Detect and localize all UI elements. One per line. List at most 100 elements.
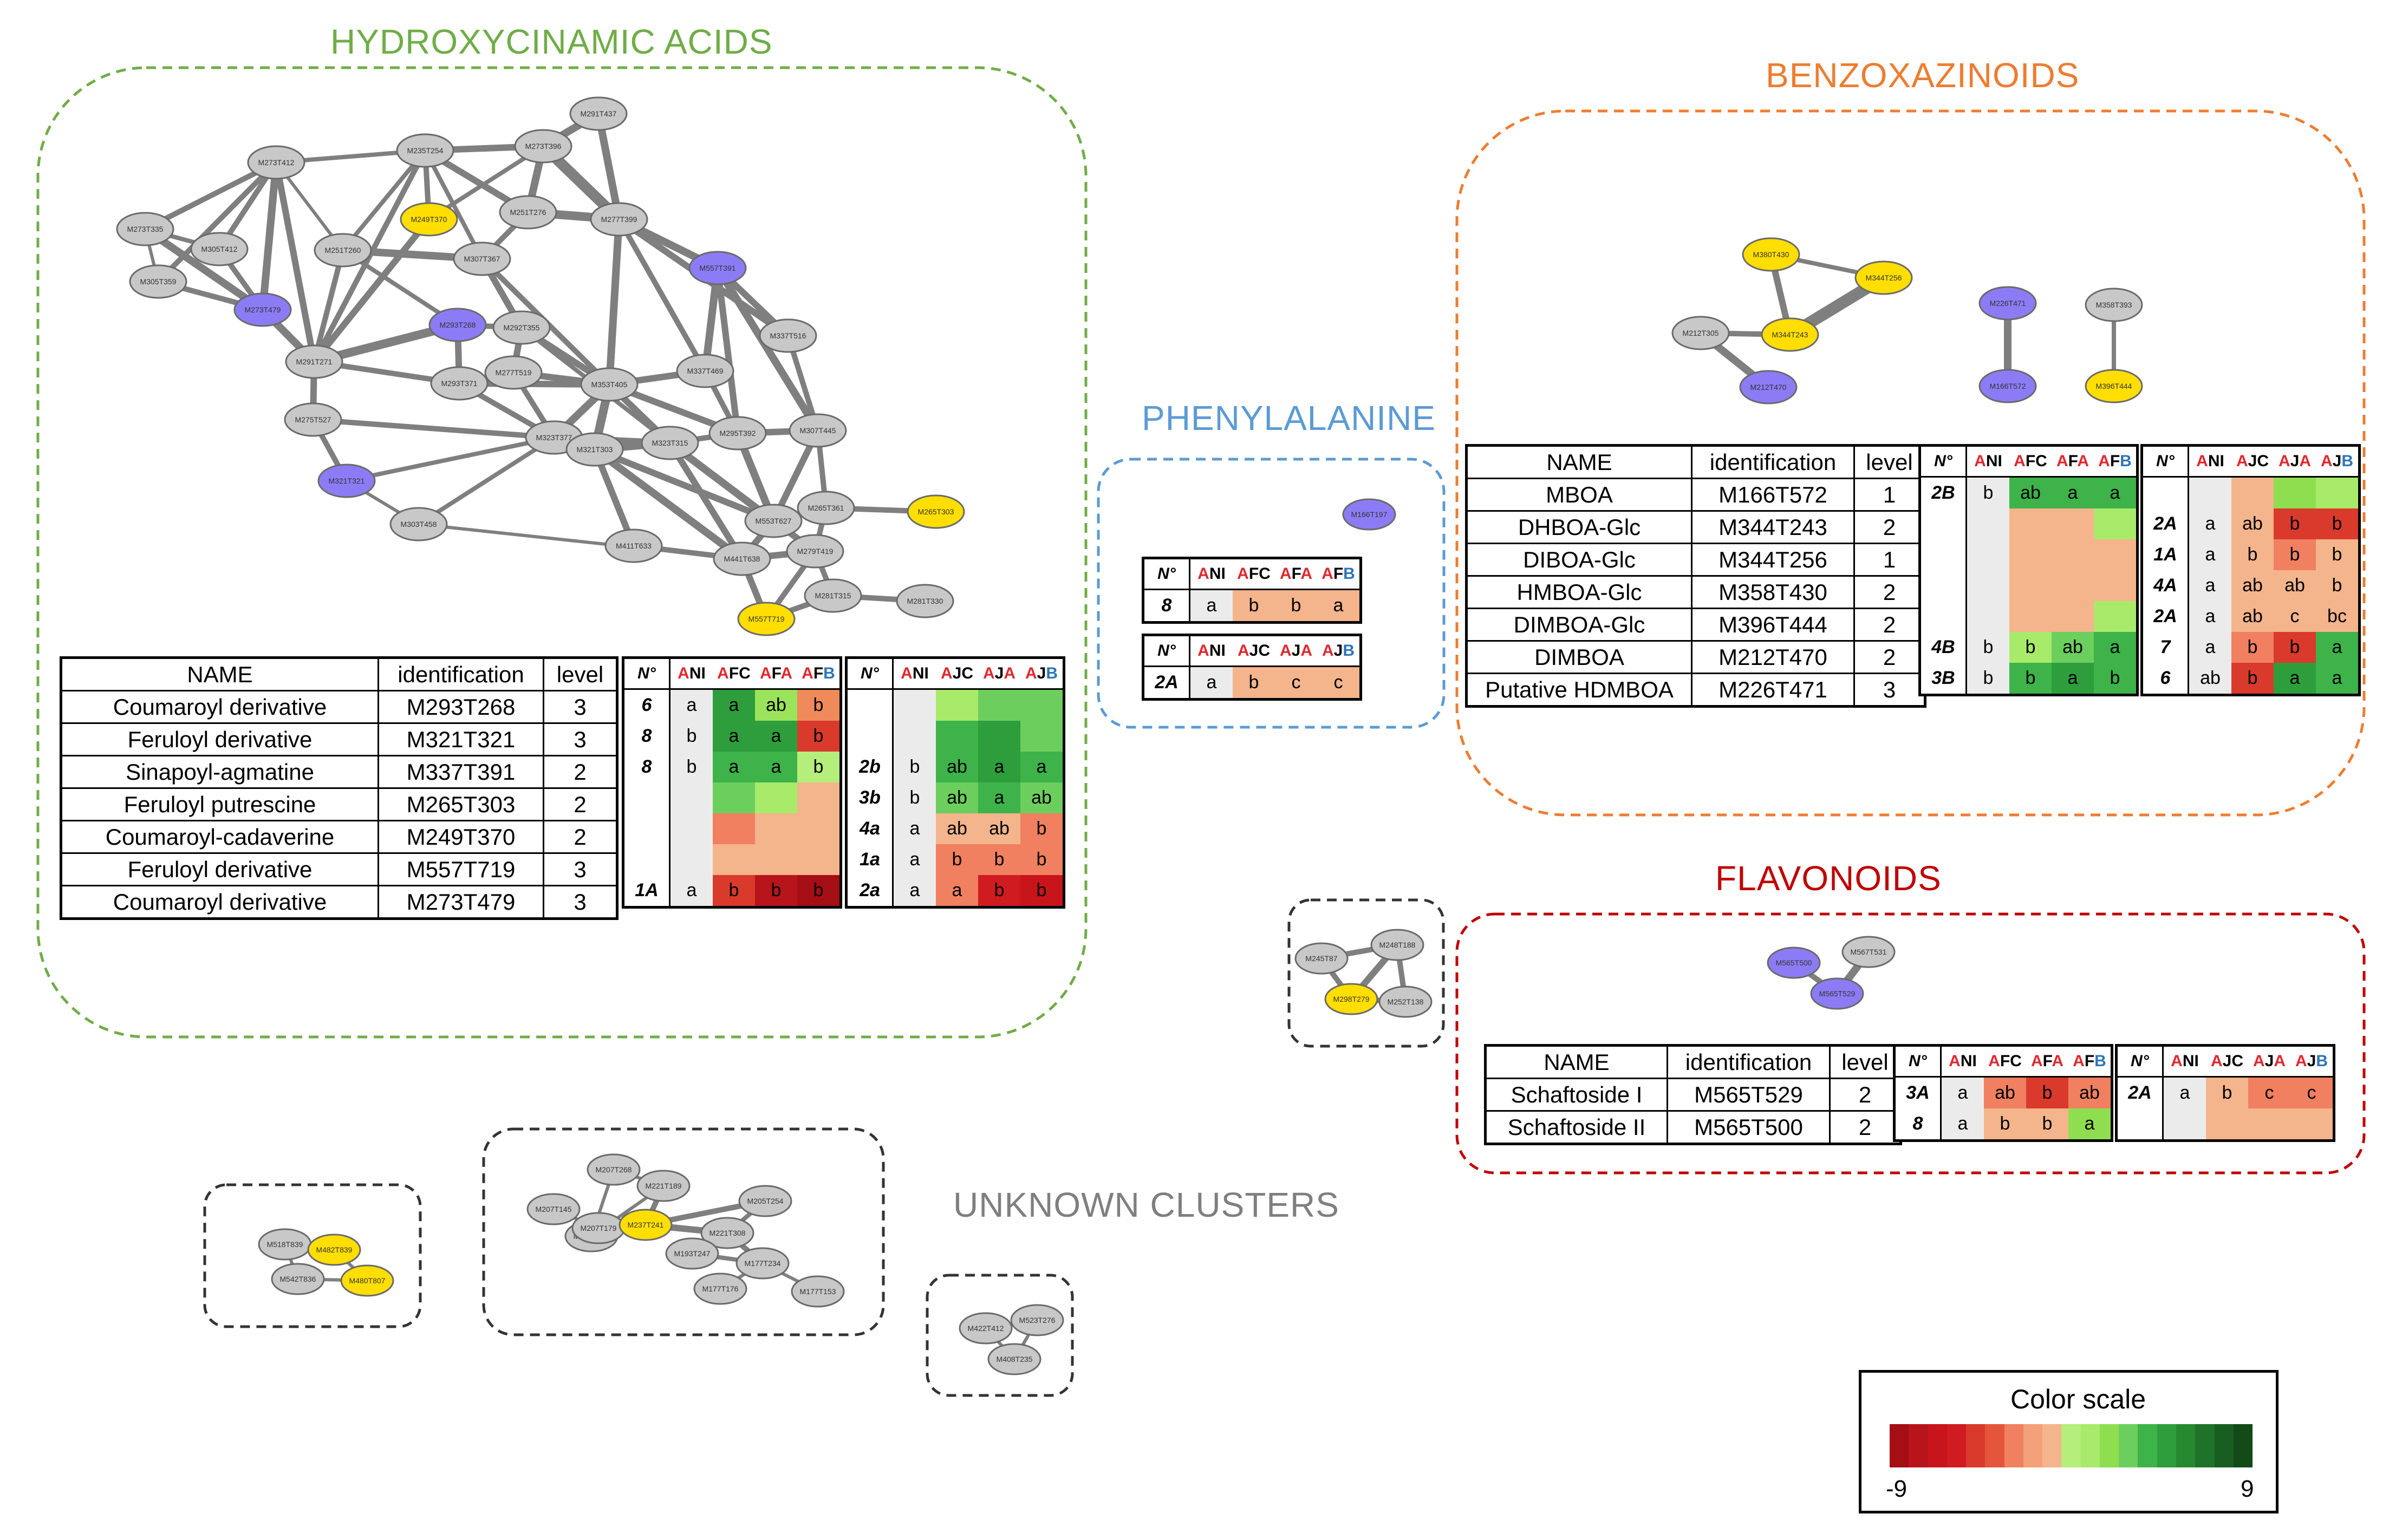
heatmap-cell: a [2068, 1108, 2112, 1141]
heatmap-cell: b [1233, 589, 1275, 623]
heatmap-header: ANI [2188, 445, 2231, 478]
heatmap-cell [893, 689, 936, 721]
network-node-label: M542T836 [280, 1275, 316, 1283]
table-cell: Coumaroyl derivative [60, 690, 379, 724]
color-scale-title: Color scale [2010, 1384, 2146, 1414]
color-scale-swatch [2176, 1424, 2196, 1467]
heatmap-cell [755, 782, 797, 813]
network-node-label: M249T370 [411, 215, 447, 224]
table-cell: 1 [1853, 543, 1926, 577]
heatmap-cell: b [978, 844, 1020, 875]
color-scale-swatch [2080, 1424, 2100, 1467]
network-node [789, 413, 847, 448]
heatmap-cell: a [1189, 666, 1233, 700]
network-node [693, 1273, 747, 1305]
network-node-label: M344T243 [1772, 330, 1808, 339]
network-node [791, 1275, 845, 1308]
heatmap-cell: b [2274, 539, 2316, 570]
heatmap-cell: a [2188, 508, 2231, 539]
network-node-label: M422T412 [968, 1324, 1004, 1333]
heatmap-cell [2009, 539, 2052, 570]
network-node [284, 402, 342, 437]
heatmap-row [1919, 601, 2138, 632]
network-edge [311, 217, 432, 364]
color-scale-swatch [2119, 1424, 2138, 1467]
heatmap-cell: b [2316, 570, 2360, 601]
color-scale-swatch [2233, 1424, 2253, 1467]
heatmap-header: N° [2116, 1045, 2164, 1078]
color-scale-swatch [1928, 1424, 1947, 1467]
heatmap-cell [2009, 601, 2052, 632]
heatmap-number: 6 [623, 689, 671, 721]
heatmap-cell [936, 721, 978, 752]
heatmap-cell: ab [978, 813, 1020, 844]
heatmap-header: AFC [2009, 445, 2052, 478]
network-node [590, 202, 648, 237]
benzox-group-frame [1455, 109, 2366, 817]
network-node-label: M251T276 [510, 208, 546, 217]
heatmap-number [1919, 539, 1967, 570]
heatmap-cell [797, 813, 841, 844]
heatmap-cell [2206, 1108, 2248, 1141]
table-cell: M321T321 [377, 722, 544, 756]
heatmap-row [846, 689, 1064, 721]
heatmap-cell: ab [936, 752, 978, 782]
network-node [700, 1217, 754, 1249]
network-node [580, 367, 639, 402]
heatmap-cell: ab [2231, 570, 2274, 601]
network-node-label: M193T247 [674, 1249, 711, 1258]
table-cell: M273T479 [377, 885, 544, 919]
heatmap-cell: a [2052, 477, 2094, 508]
table-header: identification [377, 657, 544, 691]
network-node [804, 578, 862, 613]
network-node-label: M293T268 [440, 321, 476, 329]
heatmap-cell [2094, 570, 2138, 601]
network-node [735, 1247, 790, 1280]
flavo-group-frame [1455, 912, 2366, 1174]
heatmap-cell: b [797, 752, 841, 782]
table-cell: DIBOA-Glc [1466, 543, 1693, 577]
heatmap-cell: b [1020, 875, 1064, 908]
network-node-label: M235T254 [407, 146, 444, 155]
network-node [641, 426, 699, 460]
network-node [396, 133, 454, 168]
network-node-label: M337T469 [687, 367, 724, 375]
table-cell: DHBOA-Glc [1466, 510, 1693, 544]
network-node-label: M279T419 [797, 547, 834, 556]
network-node-label: M252T138 [1388, 997, 1424, 1006]
network-node-label: M482T839 [316, 1245, 353, 1254]
heatmap-cell: b [2274, 508, 2316, 539]
heatmap-number: 2A [2141, 601, 2189, 632]
heatmap-row [1919, 570, 2138, 601]
network-node-label: M277T519 [496, 368, 532, 377]
network-edge [606, 219, 623, 385]
table-cell: M265T303 [377, 787, 544, 821]
heatmap-cell: a [2188, 539, 2231, 570]
heatmap-cell: b [2094, 663, 2138, 695]
heatmap-number: 8 [1143, 589, 1190, 623]
network-node [759, 318, 817, 353]
heatmap-header: N° [623, 657, 671, 690]
table-header: level [1829, 1045, 1902, 1079]
table-cell: DIMBOA-Glc [1466, 608, 1693, 642]
heatmap-cell: a [2316, 632, 2360, 663]
color-scale-legend: Color scale -9 9 [1859, 1370, 2279, 1513]
heatmap-cell: b [1984, 1108, 2026, 1141]
heatmap-number: 8 [623, 752, 671, 782]
network-node-label: M273T412 [258, 158, 295, 167]
table-header: identification [1667, 1045, 1831, 1079]
network-node-label: M305T412 [201, 245, 238, 253]
table-cell: M249T370 [377, 820, 544, 854]
network-node-label: M305T359 [140, 277, 177, 286]
